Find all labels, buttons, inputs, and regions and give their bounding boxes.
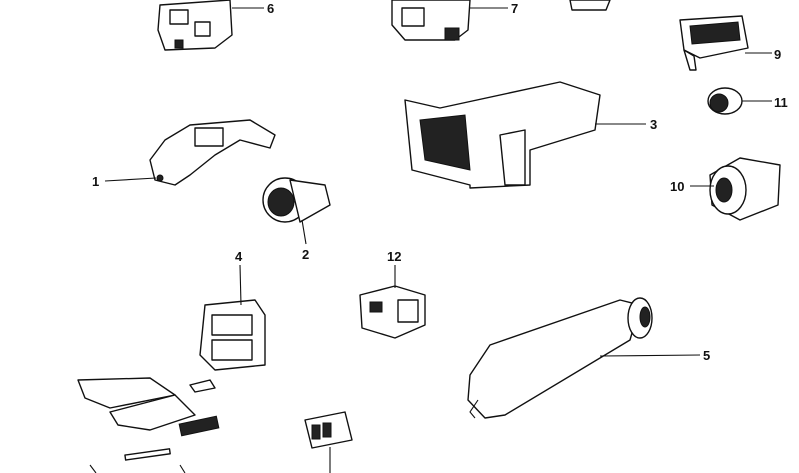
- callout-11: 11: [774, 95, 788, 110]
- part-6-relay-socket: [157, 0, 233, 51]
- part-12-plug-housing: [359, 285, 426, 339]
- part-7-connector: [391, 0, 471, 41]
- leader-4: [239, 264, 242, 306]
- callout-2: 2: [302, 247, 309, 262]
- callout-6: 6: [267, 1, 274, 16]
- callout-7: 7: [511, 1, 518, 16]
- part-1-bracket-socket: [149, 119, 276, 186]
- callout-12: 12: [387, 249, 401, 264]
- callout-1: 1: [92, 174, 99, 189]
- part-partial-top: [569, 0, 611, 11]
- part-terminals-group: [77, 377, 220, 473]
- part-4-connector-block: [199, 299, 266, 371]
- leader-1: [104, 177, 157, 182]
- part-9-connector-housing: [679, 15, 749, 71]
- callout-3: 3: [650, 117, 657, 132]
- leader-5: [599, 354, 701, 357]
- leader-2: [301, 219, 307, 245]
- part-2-round-connector: [262, 177, 331, 223]
- part-bottom-connector: [304, 411, 353, 449]
- part-10-bulb-socket: [709, 157, 781, 221]
- part-11-small-plug: [707, 87, 743, 115]
- part-3-long-housing: [404, 81, 601, 189]
- callout-10: 10: [670, 179, 684, 194]
- part-5-long-cable-housing: [467, 297, 653, 419]
- callout-4: 4: [235, 249, 243, 264]
- callout-5: 5: [703, 348, 710, 363]
- callout-9: 9: [774, 47, 781, 62]
